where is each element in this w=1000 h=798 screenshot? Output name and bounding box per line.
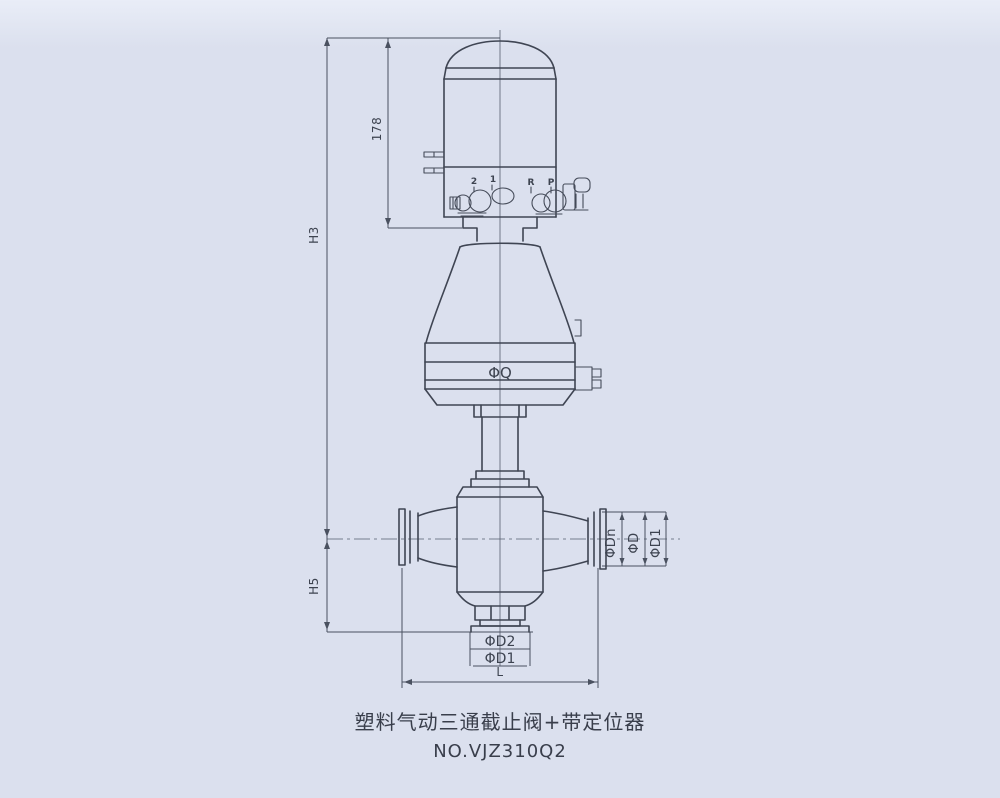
drawing-title: 塑料气动三通截止阀+带定位器 xyxy=(355,710,646,734)
dim-label-h5: H5 xyxy=(307,577,321,595)
positioner-fittings: 2 1 R P xyxy=(449,175,591,217)
caption: 塑料气动三通截止阀+带定位器 NO.VJZ310Q2 xyxy=(355,710,646,762)
dim-label-side-outer: ΦD xyxy=(627,532,642,553)
dim-label-side-flange: ΦD1 xyxy=(649,528,664,558)
drawing-model-number: NO.VJZ310Q2 xyxy=(433,741,567,762)
valve-body-outline xyxy=(398,470,607,633)
right-port xyxy=(542,508,607,572)
dim-label-h3: H3 xyxy=(307,226,321,244)
positioner-outline xyxy=(423,40,557,242)
dim-label-length: L xyxy=(496,665,503,679)
dim-label-bottom-d1: ΦD1 xyxy=(485,651,516,667)
terminal-pins xyxy=(423,151,445,174)
port-label-2: 2 xyxy=(471,177,477,187)
port-label-r: R xyxy=(528,178,535,188)
dimension-arrows xyxy=(324,38,669,685)
dim-label-side-bore: ΦDn xyxy=(604,528,619,558)
dim-label-bottom-d2: ΦD2 xyxy=(485,634,516,650)
dim-label-178: 178 xyxy=(370,117,384,141)
port-label-p: P xyxy=(548,178,555,188)
dimension-labels: H3 178 H5 L ΦDn ΦD ΦD1 ΦD2 ΦD1 ΦQ xyxy=(307,117,664,679)
actuator-outline xyxy=(424,242,602,472)
left-port xyxy=(398,506,458,568)
port-label-1: 1 xyxy=(490,175,496,185)
centerlines xyxy=(327,30,680,666)
dim-label-actuator-diameter: ΦQ xyxy=(488,364,512,382)
bottom-port xyxy=(456,591,544,633)
